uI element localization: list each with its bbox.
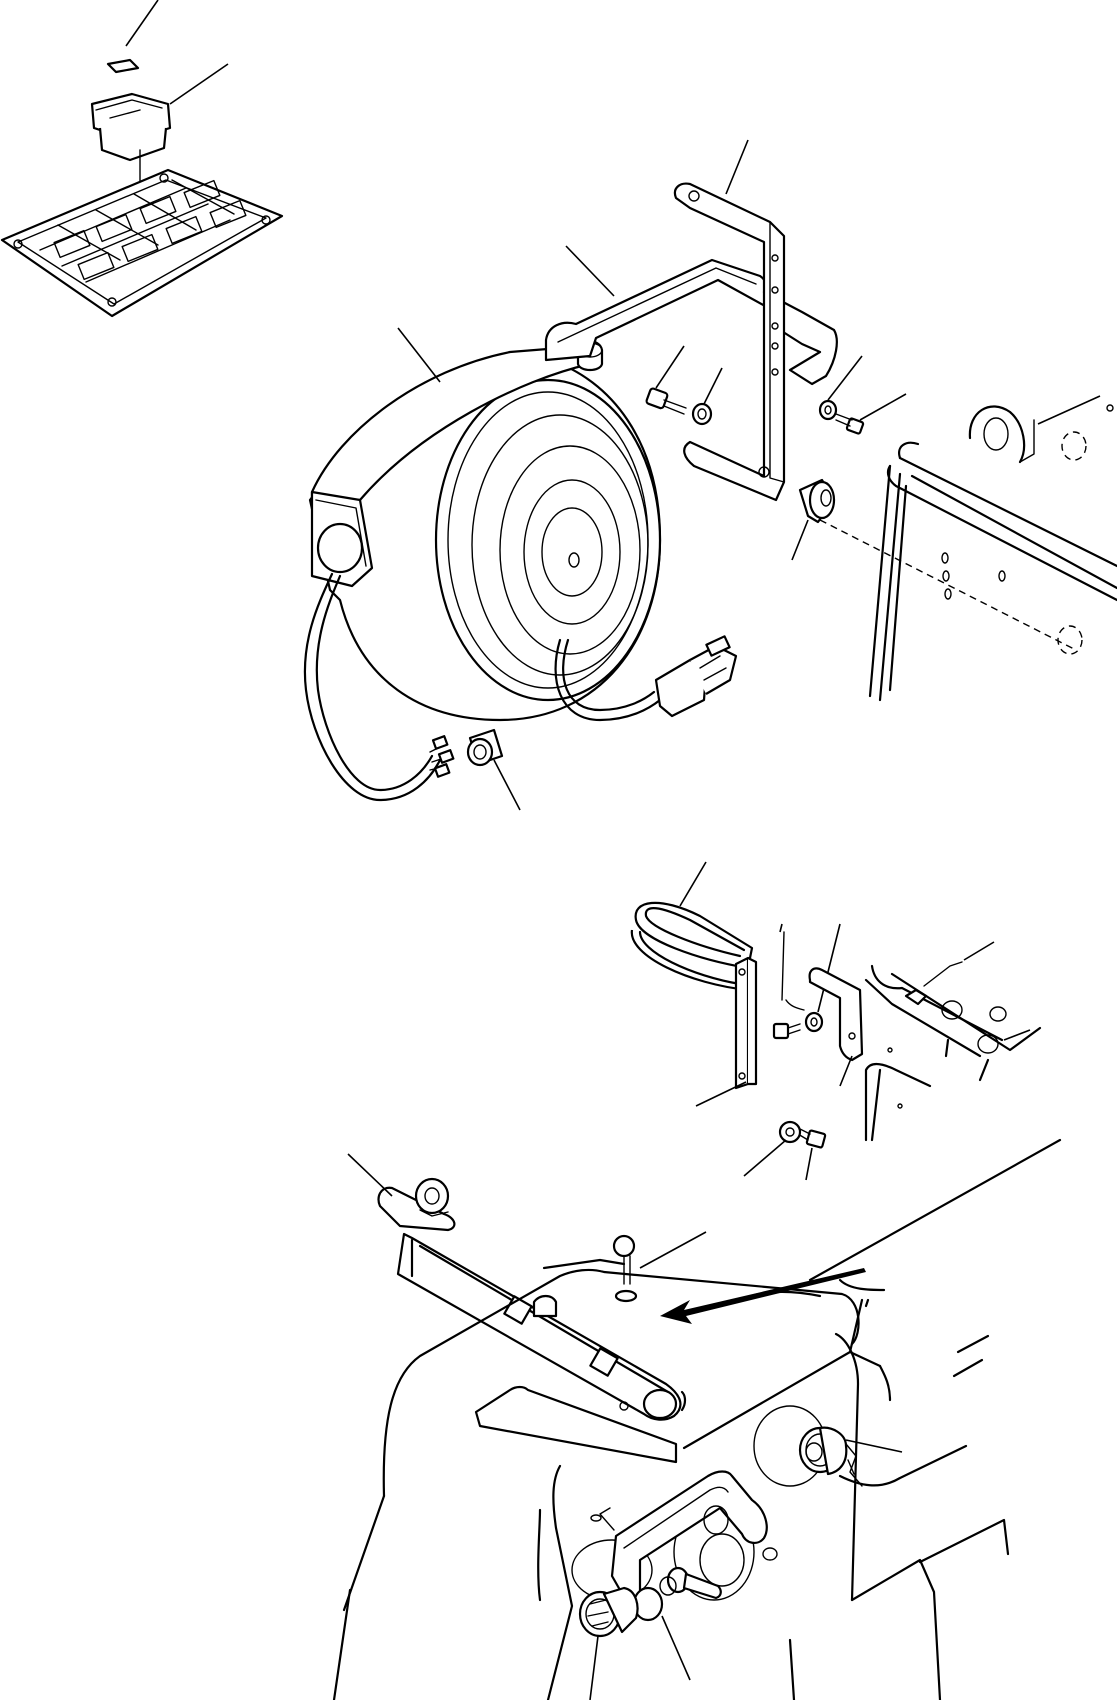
grab-handle: [630, 861, 754, 992]
switch-panel: [0, 168, 284, 318]
cover-plate: [106, 0, 159, 74]
cable-plug: [654, 635, 738, 718]
bolt: [612, 345, 907, 1285]
bolt: [659, 1566, 722, 1600]
handle-bracket: [695, 923, 864, 1107]
frame-rail: [819, 395, 1117, 702]
grab-handle: [347, 1153, 682, 1421]
rubber-spacer: [466, 728, 521, 811]
rocker-switch: [90, 63, 229, 241]
socket-connector: [798, 1426, 903, 1487]
upper-bracket: [673, 139, 786, 502]
washer: [614, 355, 863, 1303]
arrow-pointer: [639, 1231, 866, 1324]
connector-plug: [578, 1586, 639, 1700]
rubber-spacer: [791, 478, 836, 561]
frame-rail: [864, 941, 1042, 1142]
frame-rail: [332, 1138, 1062, 1700]
cable-reel: [303, 327, 662, 802]
